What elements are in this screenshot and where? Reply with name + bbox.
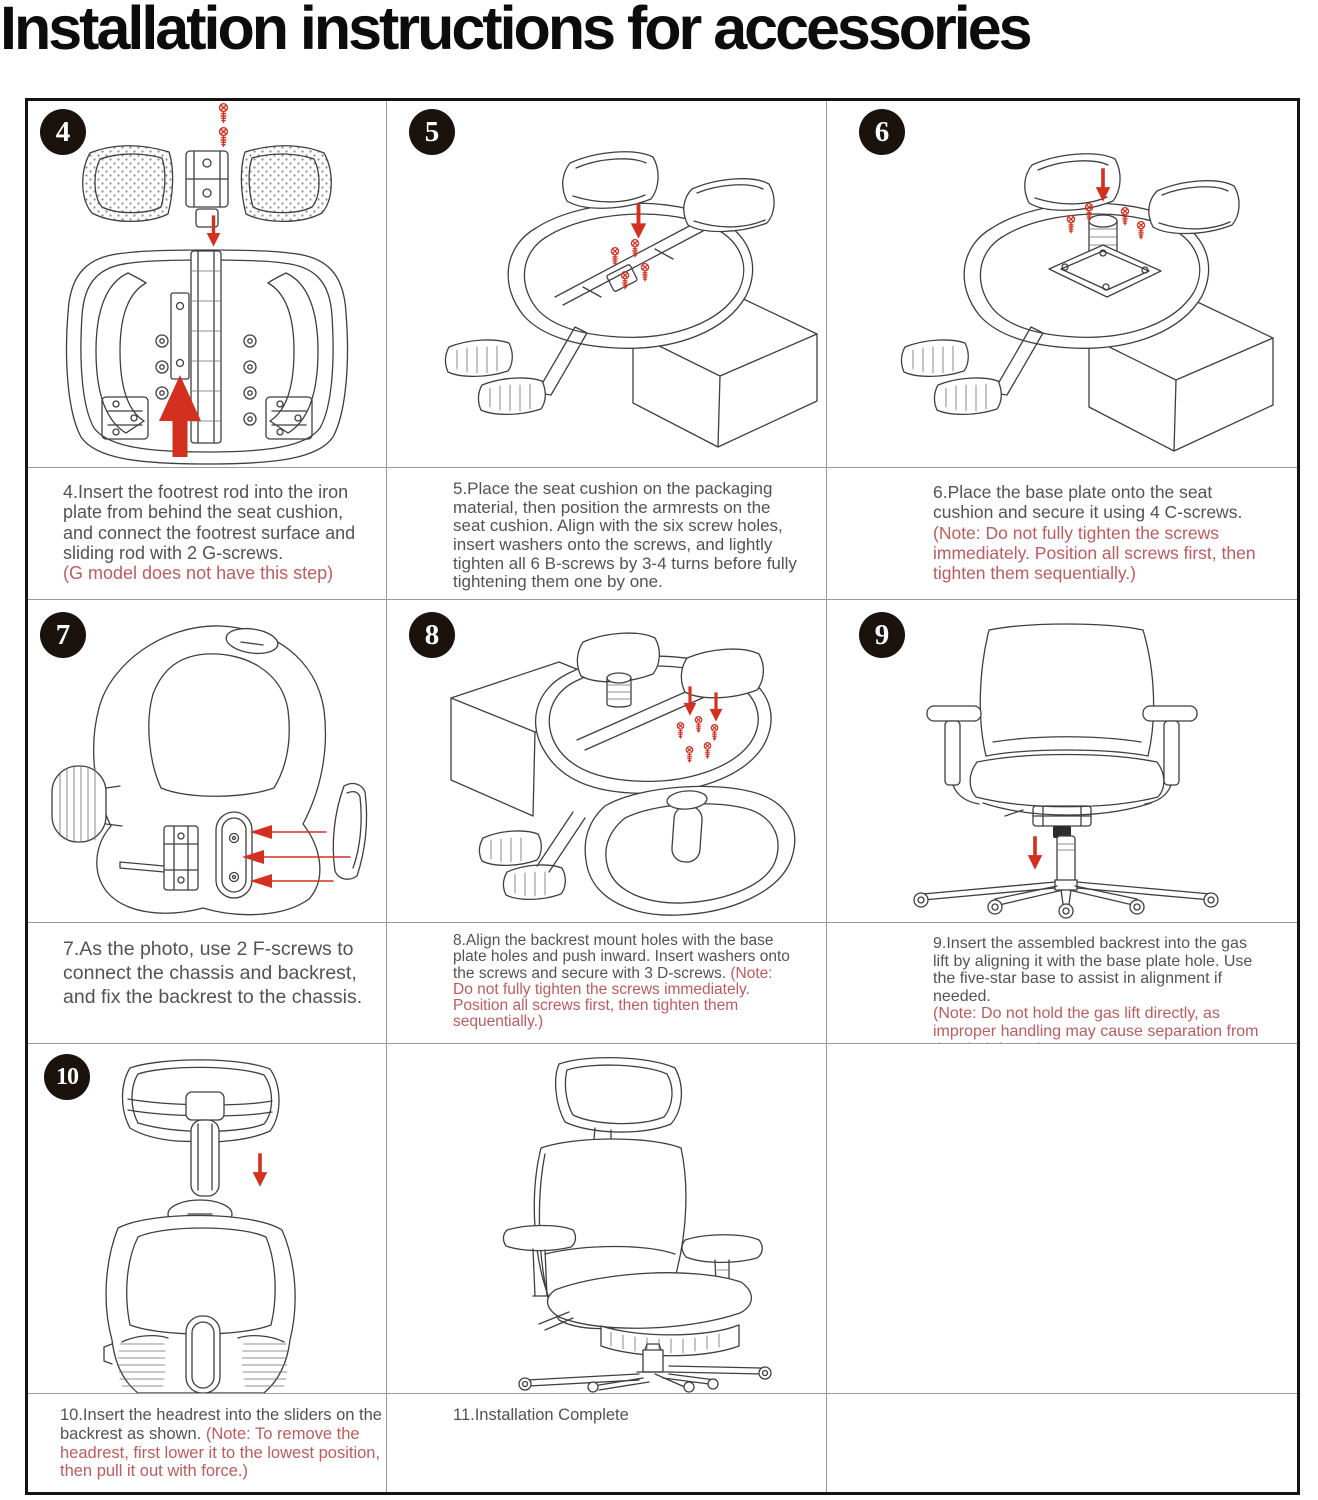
row1-illustrations: 4 xyxy=(28,101,1297,468)
row2-illustrations: 7 xyxy=(28,600,1297,923)
step-9-illustration xyxy=(913,623,1219,919)
step-4-text-cell: 4.Insert the footrest rod into the iron … xyxy=(28,468,386,599)
step-4-badge: 4 xyxy=(40,109,86,155)
step-6-note: (Note: Do not fully tighten the screws i… xyxy=(933,522,1256,584)
step-10-description: 10.Insert the headrest into the sliders … xyxy=(60,1406,382,1481)
step-10-cell: 10 xyxy=(28,1044,386,1393)
step-10-text-cell: 10.Insert the headrest into the sliders … xyxy=(28,1394,386,1492)
step-4-description: 4.Insert the footrest rod into the iron … xyxy=(28,468,375,584)
page-title: Installation instructions for accessorie… xyxy=(0,0,1033,62)
step-8-note: (Note: Do not fully tighten the screws i… xyxy=(453,964,773,1031)
empty-illustration-cell xyxy=(826,1044,1297,1393)
step-10-illustration xyxy=(103,1059,296,1393)
step-6-illustration xyxy=(900,153,1274,452)
step-5-badge: 5 xyxy=(409,109,455,155)
step-8-cell: 8 xyxy=(386,600,826,922)
step-7-illustration xyxy=(51,625,368,916)
step-6-badge: 6 xyxy=(859,109,905,155)
step-8-badge: 8 xyxy=(409,612,455,658)
step-6-description: 6.Place the base plate onto the seat cus… xyxy=(933,482,1256,584)
steps-table: 4 xyxy=(25,98,1300,1495)
step-7-cell: 7 xyxy=(28,600,386,922)
row2-texts: 7.As the photo, use 2 F-screws to connec… xyxy=(28,923,1297,1044)
row3-texts: 10.Insert the headrest into the sliders … xyxy=(28,1394,1297,1492)
step-6-cell: 6 xyxy=(826,101,1297,467)
step-11-cell xyxy=(386,1044,826,1393)
step-9-text-cell: 9.Insert the assembled backrest into the… xyxy=(826,923,1297,1043)
step-10-note: (Note: To remove the headrest, first low… xyxy=(60,1424,381,1481)
step-11-description: 11.Installation Complete xyxy=(453,1406,629,1424)
step-4-illustration xyxy=(65,103,349,465)
row1-texts: 4.Insert the footrest rod into the iron … xyxy=(28,468,1297,600)
step-6-text-cell: 6.Place the base plate onto the seat cus… xyxy=(826,468,1297,599)
step-5-illustration xyxy=(444,151,818,448)
step-4-cell: 4 xyxy=(28,101,386,467)
step-4-note: (G model does not have this step) xyxy=(63,563,334,584)
step-11-text-cell: 11.Installation Complete xyxy=(386,1394,826,1492)
step-9-badge: 9 xyxy=(859,612,905,658)
step-9-description: 9.Insert the assembled backrest into the… xyxy=(827,923,1263,1043)
step-5-text-cell: 5.Place the seat cushion on the packagin… xyxy=(386,468,826,599)
row3-illustrations: 10 xyxy=(28,1044,1297,1394)
empty-text-cell xyxy=(826,1394,1297,1492)
step-8-description: 8.Align the backrest mount holes with th… xyxy=(453,932,790,1031)
step-9-note: (Note: Do not hold the gas lift directly… xyxy=(933,1005,1259,1043)
step-8-illustration xyxy=(450,632,796,916)
step-5-cell: 5 xyxy=(386,101,826,467)
step-10-badge: 10 xyxy=(44,1054,90,1100)
step-7-badge: 7 xyxy=(40,612,86,658)
step-9-cell: 9 xyxy=(826,600,1297,922)
step-7-text-cell: 7.As the photo, use 2 F-screws to connec… xyxy=(28,923,386,1043)
step-8-text-cell: 8.Align the backrest mount holes with th… xyxy=(386,923,826,1043)
step-5-description: 5.Place the seat cushion on the packagin… xyxy=(453,479,797,592)
step-11-illustration xyxy=(502,1056,772,1393)
step-7-description: 7.As the photo, use 2 F-screws to connec… xyxy=(63,938,363,1009)
